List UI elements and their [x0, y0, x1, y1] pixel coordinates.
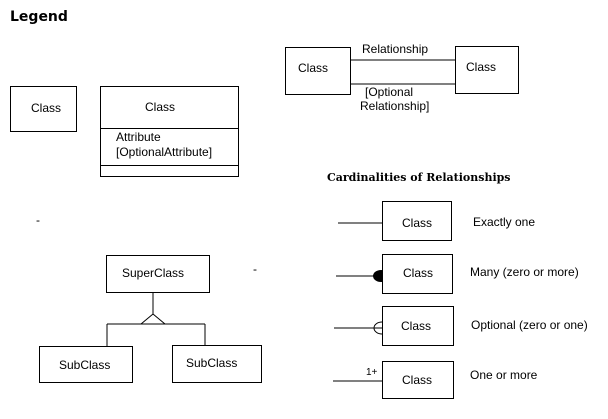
- simple-class-label: Class: [31, 101, 62, 115]
- relationship-left-class-label: Class: [298, 61, 329, 75]
- cardinality-class-label: Class: [402, 373, 433, 387]
- stray-dash: -: [253, 262, 257, 276]
- stray-dash: -: [36, 213, 40, 227]
- subclass-label: SubClass: [59, 358, 111, 372]
- relationship-label: Relationship: [362, 42, 429, 56]
- cardinality-class-box: Class: [382, 254, 453, 294]
- class-divider: [101, 128, 238, 129]
- cardinality-description: Optional (zero or one): [471, 318, 588, 332]
- subclass-box: SubClass: [39, 346, 133, 383]
- simple-class-box: Class: [10, 86, 77, 132]
- superclass-label: SuperClass: [122, 266, 185, 280]
- one-or-more-marker: 1+: [366, 367, 378, 378]
- cardinality-class-box: Class: [382, 201, 452, 241]
- relationship-right-class-box: Class: [455, 46, 519, 94]
- relationship-left-class-box: Class: [285, 47, 351, 95]
- subclass-box: SubClass: [172, 345, 262, 383]
- cardinality-description: Many (zero or more): [470, 265, 579, 279]
- detailed-class-box: Class Attribute [OptionalAttribute]: [100, 86, 239, 177]
- attribute-label: Attribute: [116, 130, 161, 144]
- cardinality-class-label: Class: [401, 319, 432, 333]
- superclass-box: SuperClass: [106, 255, 210, 293]
- optional-relationship-label-line1: [Optional: [365, 85, 414, 99]
- cardinality-class-box: Class: [382, 361, 454, 399]
- subclass-label: SubClass: [186, 356, 238, 370]
- cardinalities-title: Cardinalities of Relationships: [327, 171, 511, 184]
- methods-divider: [101, 165, 238, 166]
- optional-relationship-label-line2: Relationship]: [360, 99, 430, 113]
- optional-attribute-label: [OptionalAttribute]: [116, 145, 213, 159]
- legend-title: Legend: [10, 9, 68, 25]
- cardinality-class-label: Class: [402, 216, 433, 230]
- cardinality-description: Exactly one: [473, 215, 536, 229]
- cardinality-class-label: Class: [403, 266, 434, 280]
- detailed-class-label: Class: [145, 100, 176, 114]
- relationship-right-class-label: Class: [466, 60, 497, 74]
- cardinality-description: One or more: [470, 368, 538, 382]
- inheritance-triangle-icon: [140, 313, 166, 325]
- cardinality-class-box: Class: [382, 306, 454, 346]
